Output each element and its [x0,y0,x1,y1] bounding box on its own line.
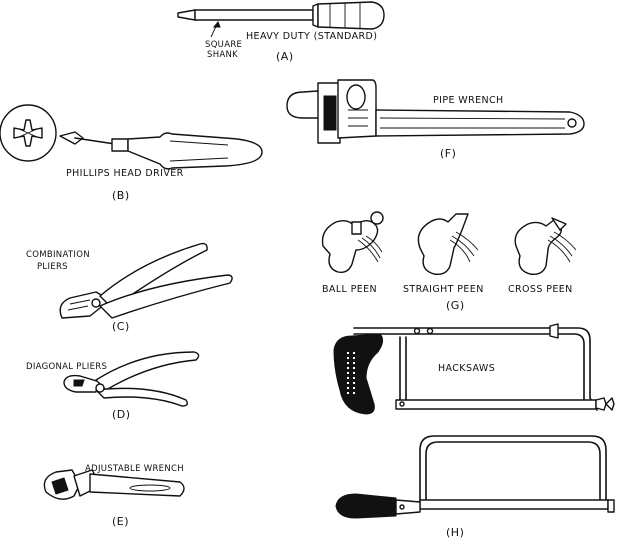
straight-peen-hammer [417,213,479,276]
pipe-wrench-label: PIPE WRENCH [433,95,504,106]
heavy-duty-label: HEAVY DUTY (STANDARD) [246,31,377,42]
combination-pliers [59,242,233,319]
combination-label-1: COMBINATION [26,250,90,260]
hacksaw-lower [335,435,615,519]
caption-f: (F) [440,147,456,160]
phillips-head-driver [0,104,263,170]
straight-peen-label: STRAIGHT PEEN [403,284,484,295]
diagonal-pliers [63,351,200,407]
caption-c: (C) [112,320,130,333]
adjustable-label: ADJUSTABLE WRENCH [85,464,184,474]
adjustable-wrench [43,469,185,500]
caption-g: (G) [446,299,465,312]
caption-a: (A) [276,50,294,63]
diagonal-label: DIAGONAL PLIERS [26,362,107,372]
combination-label-2: PLIERS [37,262,68,272]
caption-b: (B) [112,189,130,202]
hacksaw-upper [333,323,615,415]
caption-h: (H) [446,526,464,539]
screwdriver-heavy-duty [177,1,385,30]
ball-peen-label: BALL PEEN [322,284,377,295]
pipe-wrench [286,79,585,144]
hacksaws-label: HACKSAWS [438,363,495,374]
cross-peen-label: CROSS PEEN [508,284,573,295]
square-shank-label-2: SHANK [207,50,238,60]
cross-peen-hammer [514,217,577,276]
caption-d: (D) [112,408,131,421]
phillips-label: PHILLIPS HEAD DRIVER [66,168,184,179]
caption-e: (E) [112,515,129,528]
square-shank-label-1: SQUARE [205,40,242,50]
ball-peen-hammer [321,211,384,274]
